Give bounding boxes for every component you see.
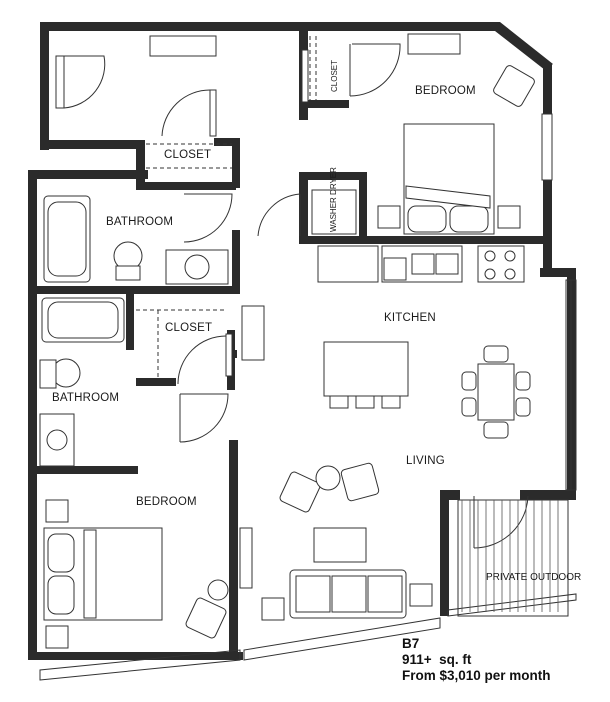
label-living: LIVING: [406, 455, 445, 467]
unit-area: 911+ sq. ft: [402, 652, 472, 667]
unit-price: From $3,010 per month: [402, 668, 551, 683]
room-labels: BEDROOM CLOSET CLOSET BATHROOM WASHER DR…: [52, 60, 581, 583]
label-bathroom-second: BATHROOM: [52, 392, 119, 404]
label-bedroom-bottom: BEDROOM: [136, 496, 197, 508]
unit-name: B7: [402, 636, 420, 651]
doors: [55, 43, 529, 549]
fixtures: [39, 33, 569, 649]
label-bedroom-top: BEDROOM: [415, 85, 476, 97]
label-closet-top: CLOSET: [330, 60, 339, 92]
label-private-outdoor: PRIVATE OUTDOOR: [486, 572, 581, 583]
walls: [28, 22, 576, 660]
closet-shelves: [136, 36, 317, 378]
deck-slats: [461, 500, 559, 612]
windows: [39, 113, 577, 681]
label-washer-dryer: WASHER DRYER: [329, 167, 338, 232]
label-kitchen: KITCHEN: [384, 312, 436, 324]
label-bathroom-main: BATHROOM: [106, 216, 173, 228]
unit-info: B7 911+ sq. ft From $3,010 per month: [402, 636, 551, 684]
label-closet-hall: CLOSET: [164, 149, 211, 161]
label-closet-mid: CLOSET: [165, 322, 212, 334]
